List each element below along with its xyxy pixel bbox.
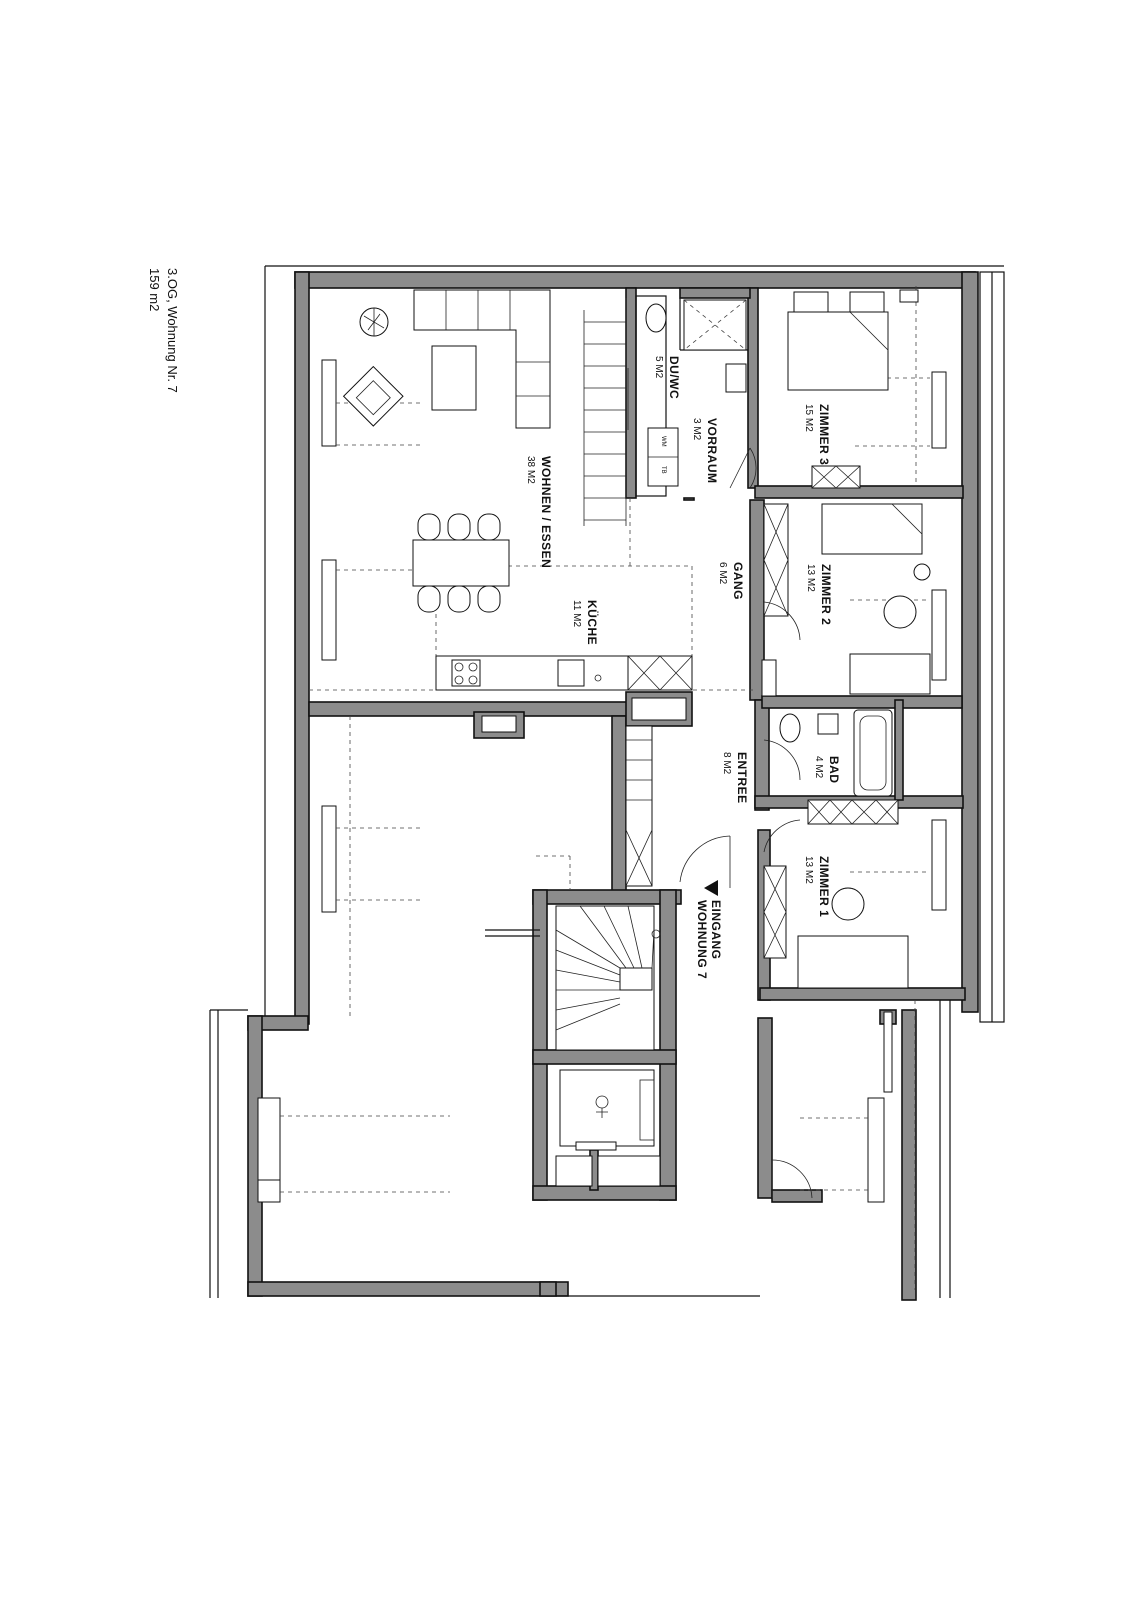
toilet-icon bbox=[645, 303, 667, 333]
fixture-label-wm: WM bbox=[660, 436, 666, 447]
room-area-zimmer3: 15 M2 bbox=[803, 404, 814, 432]
room-area-duwc: 5 M2 bbox=[653, 356, 664, 379]
room-label-kueche: KÜCHE 11 M2 bbox=[571, 600, 600, 645]
windows bbox=[257, 359, 947, 1203]
room-label-vorraum: VORRAUM 3 M2 bbox=[691, 418, 719, 484]
room-label-entree: ENTREE 8 M2 bbox=[721, 752, 749, 804]
plan-caption: 3.OG, Wohnung Nr. 7 159 m2 bbox=[147, 268, 180, 393]
armchair bbox=[342, 365, 404, 427]
outer-walls bbox=[209, 265, 1005, 1301]
caption-floor-unit: 3.OG, Wohnung Nr. 7 bbox=[165, 268, 180, 393]
room-area-entree: 8 M2 bbox=[721, 752, 732, 775]
desk-chair-icon bbox=[883, 595, 917, 629]
room-area-gang: 6 M2 bbox=[717, 562, 728, 585]
room-area-zimmer2: 13 M2 bbox=[805, 564, 816, 592]
washbasin-icon bbox=[817, 713, 839, 735]
room-label-zimmer2: ZIMMER 2 13 M2 bbox=[805, 564, 833, 625]
room-label-duwc: DU/WC 5 M2 bbox=[653, 356, 681, 399]
entrance-marker: EINGANG WOHNUNG 7 bbox=[695, 880, 723, 979]
room-area-wohnen: 38 M2 bbox=[525, 456, 536, 484]
room-name-duwc: DU/WC bbox=[667, 356, 681, 399]
chair bbox=[417, 513, 441, 541]
room-label-wohnen: WOHNEN / ESSEN 38 M2 bbox=[525, 456, 553, 568]
room-name-zimmer2: ZIMMER 2 bbox=[819, 564, 833, 625]
room-name-gang: GANG bbox=[731, 562, 745, 600]
elevator bbox=[559, 1069, 655, 1151]
room-label-zimmer3: ZIMMER 3 15 M2 bbox=[803, 404, 831, 465]
room-label-zimmer1: ZIMMER 1 13 M2 bbox=[803, 856, 831, 917]
bed bbox=[787, 311, 889, 391]
bathtub-icon bbox=[853, 709, 893, 797]
sink-icon bbox=[557, 659, 585, 687]
caption-total-area: 159 m2 bbox=[147, 268, 162, 311]
desk-chair-icon bbox=[831, 887, 865, 921]
room-name-zimmer1: ZIMMER 1 bbox=[817, 856, 831, 917]
toilet-icon bbox=[779, 713, 801, 743]
desk bbox=[849, 653, 931, 695]
room-area-kueche: 11 M2 bbox=[571, 600, 582, 627]
room-name-entree: ENTREE bbox=[735, 752, 749, 804]
internal-stair bbox=[583, 298, 627, 526]
wardrobe bbox=[625, 725, 653, 887]
doors bbox=[627, 368, 813, 1199]
furniture bbox=[342, 289, 931, 1187]
room-name-kueche: KÜCHE bbox=[585, 600, 600, 645]
room-label-bad: BAD 4 M2 bbox=[813, 756, 841, 784]
desk bbox=[797, 935, 909, 989]
stove-icon bbox=[451, 659, 481, 687]
room-area-bad: 4 M2 bbox=[813, 756, 824, 779]
room-name-bad: BAD bbox=[827, 756, 841, 784]
room-name-zimmer3: ZIMMER 3 bbox=[817, 404, 831, 465]
room-name-wohnen: WOHNEN / ESSEN bbox=[539, 456, 553, 568]
room-name-vorraum: VORRAUM bbox=[705, 418, 719, 484]
room-area-zimmer1: 13 M2 bbox=[803, 856, 814, 884]
entrance-arrow-icon bbox=[704, 880, 718, 896]
bed bbox=[821, 503, 923, 555]
washbasin-icon bbox=[725, 363, 747, 393]
room-labels: WOHNEN / ESSEN 38 M2 KÜCHE 11 M2 DU/WC 5… bbox=[525, 356, 841, 917]
sofa bbox=[413, 289, 551, 429]
fixture-label-tb: TB bbox=[660, 466, 666, 474]
entrance-label-line2: WOHNUNG 7 bbox=[695, 900, 709, 979]
entrance-label-line1: EINGANG bbox=[709, 900, 723, 960]
fixture-labels: WM TB bbox=[660, 436, 666, 474]
room-label-gang: GANG 6 M2 bbox=[717, 562, 745, 600]
interior-walls bbox=[308, 287, 966, 1201]
room-area-vorraum: 3 M2 bbox=[691, 418, 702, 441]
dining-table bbox=[412, 539, 510, 587]
main-staircase bbox=[555, 905, 661, 1051]
coffee-table bbox=[431, 345, 477, 411]
